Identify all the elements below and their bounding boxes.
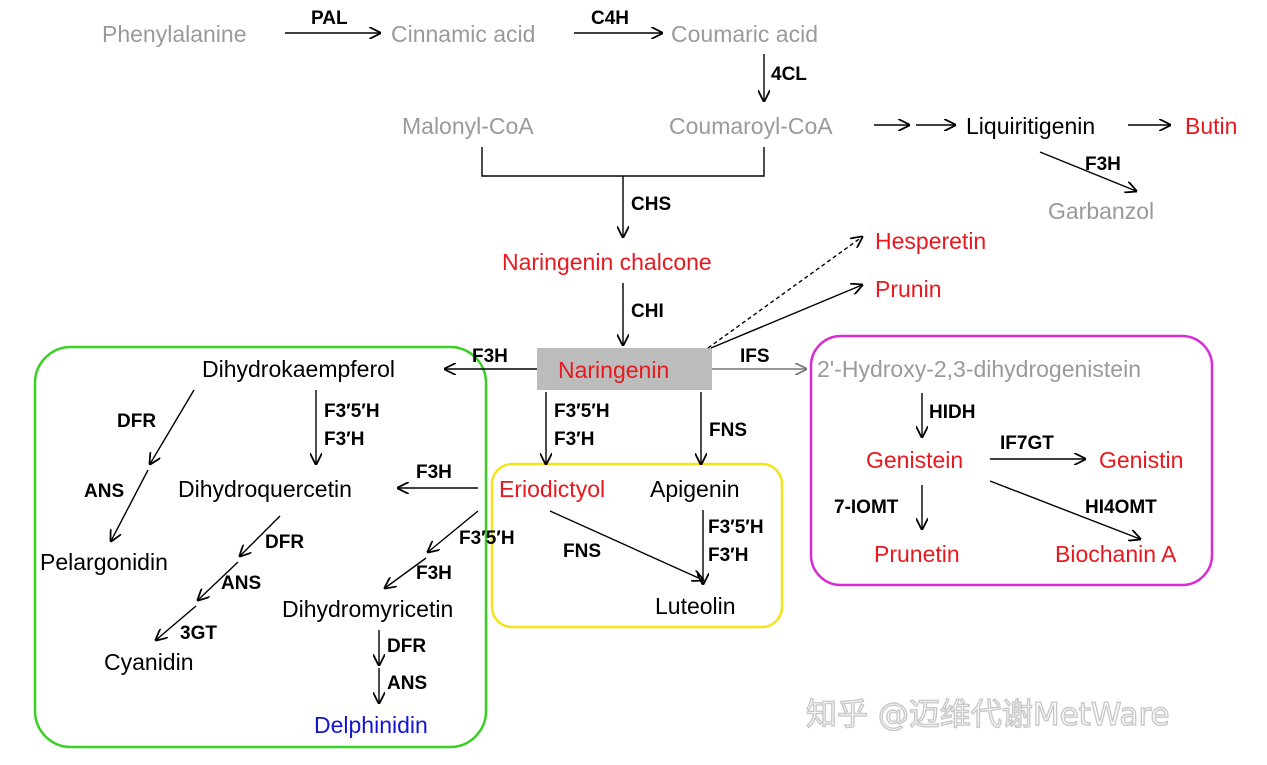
- compound-coumaric-acid: Coumaric acid: [671, 21, 818, 47]
- enzyme-f35h-dihydrokaempferol: F3′5′H: [324, 401, 380, 422]
- enzyme-ans-dihydrokaempferol: ANS: [84, 481, 124, 502]
- enzyme-f3ph-dihydrokaempferol: F3′H: [324, 429, 364, 450]
- compound-hesperetin: Hesperetin: [875, 228, 986, 254]
- enzyme-dfr-dihydrokaempferol: DFR: [117, 411, 156, 432]
- enzyme-f3h-eriodictyol: F3H: [416, 462, 452, 483]
- compound-luteolin: Luteolin: [655, 593, 736, 619]
- enzyme-ans-dihydroquercetin: ANS: [221, 573, 261, 594]
- flavone-group-box: [490, 462, 784, 629]
- isoflavone-group-box: [809, 334, 1214, 587]
- compound-butin: Butin: [1185, 113, 1237, 139]
- enzyme-4cl: 4CL: [771, 64, 807, 85]
- enzyme-c4h: C4H: [591, 8, 629, 29]
- compound-cyanidin: Cyanidin: [104, 649, 194, 675]
- enzyme-dfr-dihydromyricetin: DFR: [387, 636, 426, 657]
- arrow-dhq-cya-b: [198, 561, 239, 600]
- compound-genistein: Genistein: [866, 447, 963, 473]
- enzyme-if7gt: IF7GT: [1000, 433, 1054, 454]
- enzyme-fns-apigenin: FNS: [709, 420, 747, 441]
- chs-merge-bracket: [481, 147, 765, 177]
- enzyme-f3h-naringenin: F3H: [472, 346, 508, 367]
- enzyme-chi: CHI: [631, 301, 664, 322]
- anthocyanin-group-box: [33, 345, 488, 749]
- enzyme-f35h-eriodictyol: F3′5′H: [554, 401, 610, 422]
- pathway-arrows: [111, 33, 1170, 703]
- watermark: 知乎 @迈维代谢MetWare: [806, 697, 1170, 733]
- compound-dihydromyricetin: Dihydromyricetin: [282, 596, 453, 622]
- enzyme-hidh: HIDH: [929, 402, 975, 423]
- compound-dihydrokaempferol: Dihydrokaempferol: [202, 356, 395, 382]
- arrow-dhm-a: [428, 510, 479, 552]
- enzyme-3gt: 3GT: [180, 623, 217, 644]
- enzyme-f35h-luteolin: F3′5′H: [708, 517, 764, 538]
- compound-prunin: Prunin: [875, 276, 941, 302]
- compound-biochanin-a: Biochanin A: [1055, 541, 1177, 567]
- compound-coumaroyl-coa: Coumaroyl-CoA: [669, 113, 833, 139]
- compound-malonyl-coa: Malonyl-CoA: [402, 113, 534, 139]
- enzyme-7-iomt: 7-IOMT: [834, 497, 899, 518]
- compound-naringenin-chalcone: Naringenin chalcone: [502, 249, 712, 275]
- arrow-nar-hesperetin: [707, 237, 862, 349]
- arrow-dhk-pel-a: [150, 389, 195, 464]
- compound-apigenin: Apigenin: [650, 476, 740, 502]
- enzymes: PAL C4H 4CL F3H CHS CHI F3H IFS F3′5′H F…: [84, 8, 1157, 694]
- compound-pelargonidin: Pelargonidin: [40, 549, 168, 575]
- compound-cinnamic-acid: Cinnamic acid: [391, 21, 535, 47]
- compound-genistin: Genistin: [1099, 447, 1183, 473]
- enzyme-ifs: IFS: [740, 346, 770, 367]
- arrow-nar-prunin: [710, 285, 862, 349]
- enzyme-f3ph-luteolin: F3′H: [708, 545, 748, 566]
- enzyme-hi4omt: HI4OMT: [1085, 497, 1157, 518]
- compound-liquiritigenin: Liquiritigenin: [966, 113, 1095, 139]
- enzyme-ans-dihydromyricetin: ANS: [387, 673, 427, 694]
- compound-phenylalanine: Phenylalanine: [102, 21, 247, 47]
- compounds: Phenylalanine Cinnamic acid Coumaric aci…: [40, 21, 1237, 738]
- compound-dihydroquercetin: Dihydroquercetin: [178, 476, 352, 502]
- arrow-erio-luteolin: [549, 510, 703, 580]
- arrow-dhm-b: [385, 557, 427, 588]
- enzyme-fns-luteolin: FNS: [563, 541, 601, 562]
- arrow-liq-garbanzol: [1039, 151, 1136, 191]
- compound-garbanzol: Garbanzol: [1048, 198, 1154, 224]
- compound-eriodictyol: Eriodictyol: [499, 476, 605, 502]
- enzyme-chs: CHS: [631, 194, 671, 215]
- compound-delphinidin: Delphinidin: [314, 712, 428, 738]
- enzyme-f3ph-eriodictyol: F3′H: [554, 429, 594, 450]
- arrow-dhq-cya-a: [240, 515, 281, 556]
- enzyme-dfr-dihydroquercetin: DFR: [265, 532, 304, 553]
- enzyme-f3h-dihydromyricetin: F3H: [416, 563, 452, 584]
- naringenin-highlight-box: [537, 348, 712, 390]
- enzyme-pal: PAL: [311, 8, 348, 29]
- compound-hydroxy-dihydrogenistein: 2'-Hydroxy-2,3-dihydrogenistein: [817, 356, 1141, 382]
- arrow-gen-biochanin: [989, 480, 1140, 539]
- enzyme-f35h-dihydromyricetin: F3′5′H: [459, 528, 515, 549]
- arrow-dhq-cya-c: [156, 605, 197, 640]
- arrow-dhk-pel-b: [111, 469, 149, 541]
- compound-prunetin: Prunetin: [874, 541, 960, 567]
- compound-naringenin: Naringenin: [558, 357, 669, 383]
- enzyme-f3h-liquiritigenin: F3H: [1085, 154, 1121, 175]
